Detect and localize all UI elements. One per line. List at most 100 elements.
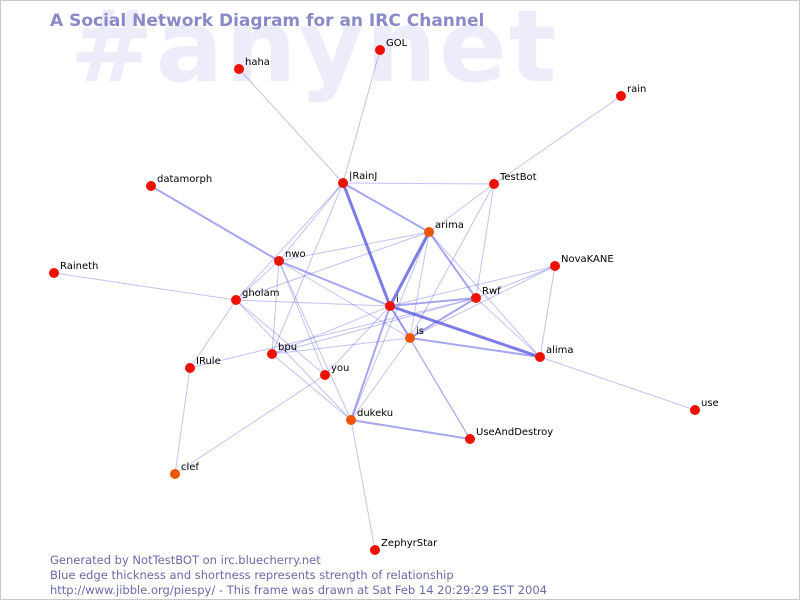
edge-TestBot-arima [428,183,495,233]
node-label-NovaKANE: NovaKANE [561,254,614,265]
edge-dukeku-UseAndDestroy [350,419,471,440]
node-label-IRule: IRule [196,356,221,367]
node-Raineth [49,268,59,278]
node-label-rain: rain [627,84,646,95]
node-label-RainJ: |RainJ [349,171,377,182]
edge-Rwf-is [409,297,477,339]
edge-RainJ-nwo [278,182,344,262]
edge-gholam-dukeku [235,299,352,421]
node-Rwf [471,293,481,303]
node-UseAndDestroy [465,434,475,444]
edge-you-clef [174,374,326,475]
node-label-is: is [416,326,424,337]
footer: Generated by NotTestBOT on irc.bluecherr… [50,553,547,598]
edge-TestBot-Rwf [475,183,495,299]
node-label-nwo: nwo [285,249,306,260]
footer-legend-line: Blue edge thickness and shortness repres… [50,568,454,582]
edge-i-bpu [271,305,391,355]
node-alima [535,352,545,362]
edge-arima-alima [428,231,541,358]
edge-layer [53,49,696,551]
edge-is-bpu [271,337,411,355]
node-label-Rwf: Rwf [482,286,501,297]
edge-IRule-clef [174,367,191,475]
node-gholam [231,295,241,305]
node-arima [424,227,434,237]
edge-is-alima [409,337,541,358]
node-IRule [185,363,195,373]
footer-timestamp-line: http://www.jibble.org/piespy/ - This fra… [50,583,547,597]
edge-Rwf-IRule [189,297,477,369]
node-TestBot [489,179,499,189]
edge-nwo-you [278,260,326,376]
node-haha [234,64,244,74]
node-label-GOL: GOL [386,38,408,49]
edge-gholam-you [235,299,326,376]
node-ZephyrStar [370,545,380,555]
node-is [405,333,415,343]
edge-nwo-is [278,260,411,339]
edge-RainJ-i [341,182,392,307]
edge-bpu-dukeku [271,353,352,421]
node-label-clef: clef [181,462,199,473]
edge-gholam-i [235,299,391,307]
node-dukeku [346,415,356,425]
edge-rain-TestBot [493,95,622,185]
node-label-ZephyrStar: ZephyrStar [381,538,438,549]
edge-nwo-bpu [271,260,280,355]
edge-RainJ-TestBot [342,182,495,185]
edge-dukeku-ZephyrStar [350,419,376,551]
edge-arima-i [388,231,431,307]
edge-NovaKANE-Rwf [475,265,556,299]
node-RainJ [338,178,348,188]
node-use [690,405,700,415]
node-rain [616,91,626,101]
node-label-bpu: bpu [278,342,297,353]
node-nwo [274,256,284,266]
edge-GOL-RainJ [342,49,381,184]
edge-i-is [389,305,411,339]
edge-RainJ-arima [342,182,430,233]
footer-generator-line: Generated by NotTestBOT on irc.bluecherr… [50,553,321,567]
edge-is-UseAndDestroy [409,337,471,440]
edge-RainJ-gholam [235,182,344,301]
edge-Rwf-bpu [271,297,477,355]
node-label-Raineth: Raineth [60,261,98,272]
edge-arima-nwo [278,231,430,262]
edge-nwo-i [278,260,391,307]
node-label-TestBot: TestBot [499,172,537,183]
edge-nwo-dukeku [278,260,352,421]
node-label-dukeku: dukeku [357,408,393,419]
node-NovaKANE [550,261,560,271]
node-label-you: you [331,363,349,374]
node-you [320,370,330,380]
edge-Rwf-i [389,297,477,307]
edge-TestBot-is [409,183,495,339]
edge-datamorph-nwo [150,185,280,262]
node-label-haha: haha [245,57,270,68]
node-GOL [375,45,385,55]
edge-i-you [324,305,391,376]
node-label-datamorph: datamorph [157,174,212,185]
node-label-use: use [701,398,719,409]
edge-NovaKANE-alima [539,265,556,358]
edge-gholam-IRule [189,299,237,369]
channel-watermark: #anynet [70,0,559,105]
node-label-i: i [396,294,399,305]
edge-i-UseAndDestroy [389,305,471,440]
edge-haha-RainJ [238,68,344,184]
edge-arima-is [409,231,430,339]
node-label-alima: alima [546,345,574,356]
node-datamorph [146,181,156,191]
node-bpu [267,349,277,359]
diagram-title: A Social Network Diagram for an IRC Chan… [50,11,485,31]
edge-Rwf-alima [475,297,541,358]
edge-arima-gholam [235,231,430,301]
edge-NovaKANE-is [409,265,556,339]
edge-RainJ-bpu [271,182,344,355]
node-clef [170,469,180,479]
edge-alima-use [539,356,696,411]
edge-arima-Rwf [428,231,477,299]
node-i [385,301,395,311]
node-label-UseAndDestroy: UseAndDestroy [476,427,553,438]
